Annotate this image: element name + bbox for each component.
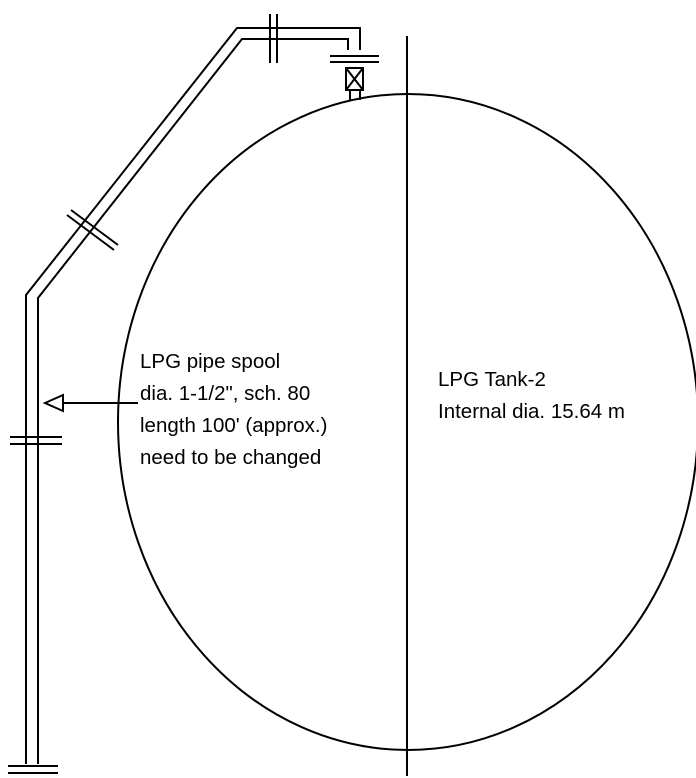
- tank-label-line-2: Internal dia. 15.64 m: [438, 400, 625, 423]
- diagonal-run-flange: [66, 209, 119, 251]
- tank-label-line-1: LPG Tank-2: [438, 368, 546, 391]
- pipe-label-line-4: need to be changed: [140, 446, 321, 469]
- tank-annotation: LPG Tank-2 Internal dia. 15.64 m: [438, 368, 625, 423]
- pipe-outer-wall: [25, 27, 361, 764]
- pipe-label-line-3: length 100' (approx.): [140, 414, 327, 437]
- pipe-spool: [25, 27, 361, 764]
- valve-symbol: [345, 67, 364, 91]
- tank-nozzle-stub: [349, 90, 361, 100]
- pipe-leader-arrow: [42, 393, 138, 413]
- nozzle-flange: [330, 55, 379, 63]
- pipe-label-line-2: dia. 1-1/2", sch. 80: [140, 382, 310, 405]
- vertical-run-flange: [10, 436, 62, 445]
- top-run-flange: [269, 14, 278, 63]
- pipe-inner-wall: [37, 38, 349, 764]
- bottom-flange: [8, 765, 58, 774]
- pipe-annotation: LPG pipe spool dia. 1-1/2", sch. 80 leng…: [140, 350, 327, 469]
- pipe-label-line-1: LPG pipe spool: [140, 350, 280, 373]
